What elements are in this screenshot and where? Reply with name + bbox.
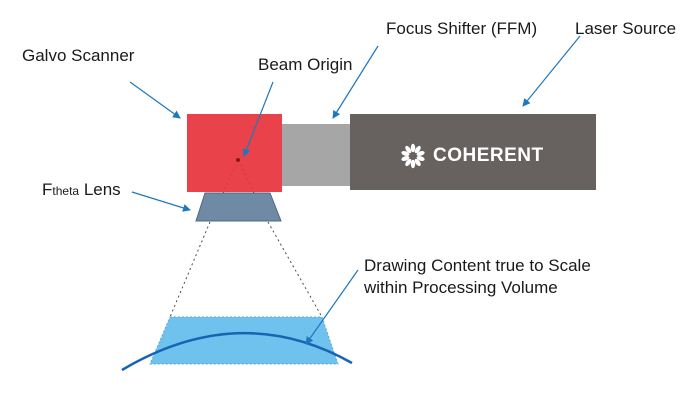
laser-source-body	[350, 114, 596, 190]
label-ftheta-prefix: F	[42, 180, 53, 199]
label-laser-source: Laser Source	[575, 19, 677, 38]
arrow-galvo-scanner	[129, 81, 181, 119]
galvo-scanner-body	[187, 114, 282, 192]
ftheta-lens-body	[195, 192, 282, 222]
coherent-logo: COHERENT	[400, 143, 544, 169]
beam-origin-dot	[236, 158, 240, 162]
drawing-content-curve	[121, 332, 353, 372]
processing-volume	[149, 316, 339, 365]
label-drawing-content: Drawing Content true to Scale within Pro…	[364, 255, 591, 299]
label-galvo-scanner: Galvo Scanner	[22, 46, 135, 65]
arrow-laser-source	[522, 35, 581, 107]
arrow-beam-origin	[242, 81, 274, 157]
label-drawing-line2: within Processing Volume	[364, 278, 558, 297]
arrow-drawing-content	[305, 269, 359, 345]
label-focus-shifter: Focus Shifter (FFM)	[386, 19, 538, 38]
beam-cone-left	[169, 221, 211, 318]
coherent-starburst-icon	[401, 143, 425, 169]
label-drawing-line1: Drawing Content true to Scale	[364, 256, 591, 275]
label-beam-origin: Beam Origin	[258, 55, 353, 74]
beam-cone-right	[267, 221, 323, 318]
arrow-focus-shifter	[332, 45, 379, 119]
label-ftheta-sub: theta	[52, 184, 80, 198]
coherent-logo-text: COHERENT	[433, 145, 544, 166]
label-ftheta-suffix: Lens	[79, 180, 121, 199]
focus-shifter-body	[282, 124, 350, 186]
label-ftheta-lens: Ftheta Lens	[42, 180, 121, 201]
arrow-ftheta-lens	[131, 191, 191, 212]
